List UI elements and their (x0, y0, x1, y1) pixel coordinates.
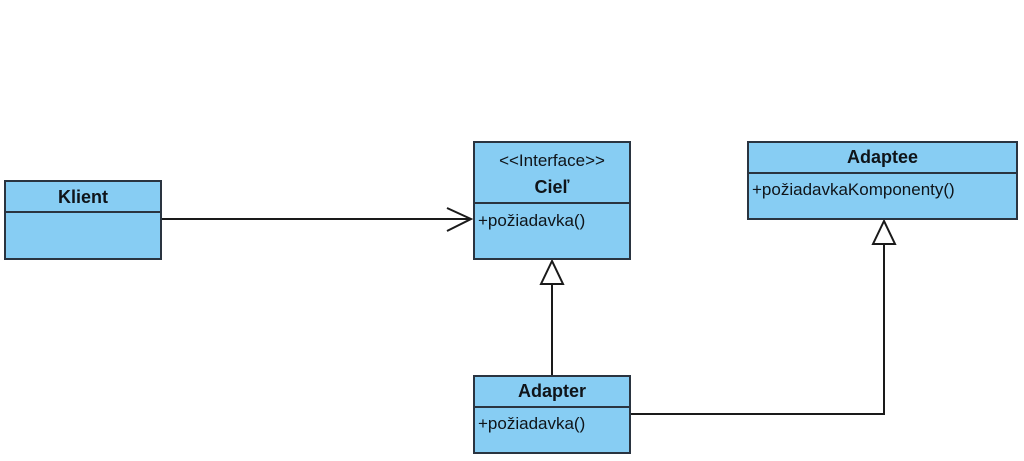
class-adapter[interactable]: Adapter +požiadavka() (473, 375, 631, 454)
class-header: Klient (6, 182, 160, 213)
class-operations: +požiadavkaKomponenty() (749, 174, 1016, 201)
class-name: Cieľ (534, 177, 570, 197)
class-operations: +požiadavka() (475, 204, 629, 232)
class-header: <<Interface>> Cieľ (475, 143, 629, 204)
operation[interactable]: +požiadavkaKomponenty() (752, 180, 955, 199)
class-header: Adaptee (749, 143, 1016, 174)
class-name: Klient (57, 187, 108, 207)
class-adaptee[interactable]: Adaptee +požiadavkaKomponenty() (747, 141, 1018, 220)
operation[interactable]: +požiadavka() (478, 414, 586, 433)
generalization-adapter-adaptee[interactable] (631, 218, 897, 415)
class-operations: +požiadavka() (475, 408, 629, 435)
class-name: Adaptee (846, 147, 918, 167)
class-ciel[interactable]: <<Interface>> Cieľ +požiadavka() (473, 141, 631, 260)
operation[interactable]: +požiadavka() (478, 211, 586, 230)
realization-adapter-ciel[interactable] (539, 258, 565, 375)
stereotype-label: <<Interface>> (499, 151, 605, 170)
class-klient[interactable]: Klient (4, 180, 162, 260)
class-name: Adapter (517, 381, 586, 401)
association-klient-ciel[interactable] (162, 207, 474, 232)
class-header: Adapter (475, 377, 629, 408)
